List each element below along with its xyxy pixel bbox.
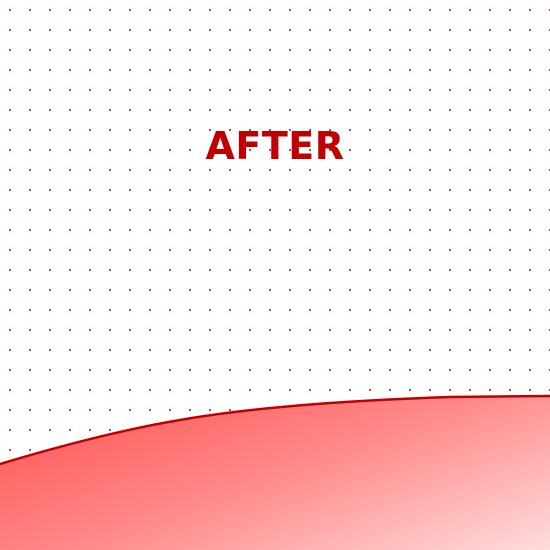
wave-edge-line <box>0 394 550 466</box>
after-title: AFTER <box>205 124 345 168</box>
wave-fill <box>0 396 550 550</box>
